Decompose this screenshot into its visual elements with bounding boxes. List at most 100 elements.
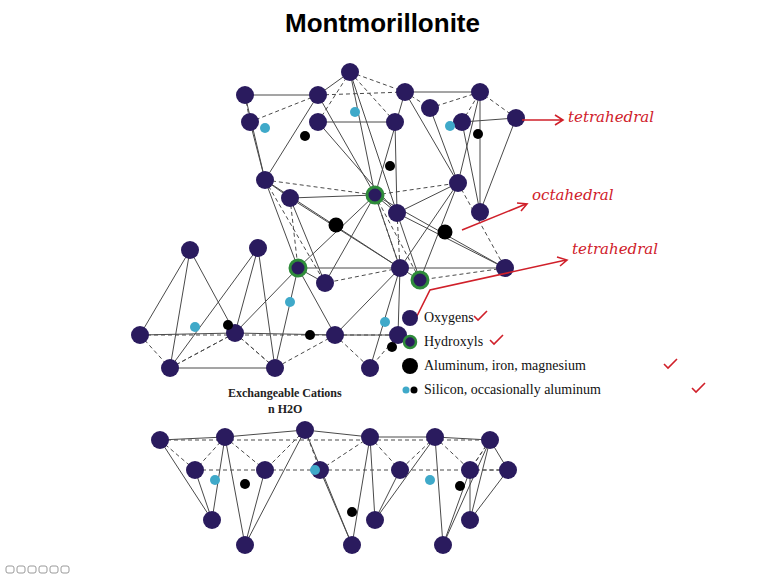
bond-line	[352, 437, 370, 545]
bond-line	[225, 437, 245, 545]
legend-row: Oxygens	[402, 306, 601, 330]
aluminum-atom	[347, 507, 357, 517]
bond-line	[170, 333, 235, 368]
bond-line	[443, 470, 470, 545]
toolbar-icon	[61, 566, 69, 573]
bond-line	[245, 430, 305, 545]
oxygen-atom	[471, 203, 489, 221]
aluminum-atom	[329, 218, 344, 233]
bond-line	[443, 440, 490, 545]
hydroxyl-atom	[290, 260, 306, 276]
hydroxyl-atom	[412, 272, 428, 288]
oxygen-atom	[361, 428, 379, 446]
bond-line	[318, 95, 375, 195]
aluminum-atom	[223, 320, 233, 330]
bond-line	[458, 183, 505, 268]
oxygen-atom	[391, 461, 409, 479]
aluminum-atom	[385, 161, 395, 171]
bond-group	[140, 72, 516, 545]
bond-line	[245, 95, 265, 180]
oxygen-atom	[388, 204, 406, 222]
bond-line	[318, 92, 405, 95]
aluminum-atom	[438, 225, 453, 240]
bond-line	[370, 268, 400, 368]
silicon-atom	[350, 107, 360, 117]
bond-line	[250, 95, 318, 122]
handwritten-label: tetrahedral	[572, 240, 658, 258]
aluminum-atom	[300, 131, 310, 141]
bond-line	[235, 333, 335, 335]
oxygen-atom	[366, 511, 384, 529]
bond-line	[405, 92, 458, 183]
legend-text: Oxygens	[424, 310, 474, 326]
oxygen-atom	[249, 239, 267, 257]
bond-line	[298, 268, 335, 335]
oxygen-atom	[499, 461, 517, 479]
check-mark	[664, 359, 677, 368]
aluminum-atom	[387, 342, 397, 352]
bond-line	[305, 430, 370, 437]
bond-line	[140, 335, 398, 336]
oxygen-atom	[396, 83, 414, 101]
check-mark	[490, 335, 503, 344]
oxygen-atom	[216, 428, 234, 446]
hydroxyl-atom	[367, 187, 383, 203]
legend: OxygensHydroxylsAluminum, iron, magnesiu…	[402, 306, 601, 402]
bond-line	[420, 183, 458, 280]
check-mark	[692, 383, 705, 392]
silicon-atom	[190, 322, 200, 332]
bond-line	[225, 430, 305, 437]
layer-label: n H2O	[268, 402, 302, 417]
oxygen-atom	[256, 171, 274, 189]
silicon-atom	[310, 465, 320, 475]
silicon-atom	[425, 475, 435, 485]
handwritten-label: tetrahedral	[568, 108, 654, 126]
bond-line	[375, 92, 405, 195]
bond-line	[350, 72, 395, 122]
oxygen-atom	[361, 359, 379, 377]
bond-line	[190, 250, 235, 333]
bond-line	[350, 72, 397, 213]
oxygen-atom	[309, 113, 327, 131]
bond-line	[318, 122, 395, 123]
oxygen-atom	[507, 109, 525, 127]
bond-line	[370, 437, 375, 520]
oxygen-atom	[316, 274, 334, 292]
bond-line	[265, 95, 318, 180]
bond-line	[325, 195, 375, 283]
oxygen-atom	[256, 461, 274, 479]
bond-line	[405, 92, 480, 93]
oxygen-atom	[461, 511, 479, 529]
bond-line	[375, 195, 505, 268]
bond-line	[395, 122, 397, 213]
toolbar-icon	[28, 566, 36, 573]
annotation-arrow	[462, 203, 527, 230]
bond-line	[400, 183, 458, 268]
silicon-atom	[210, 475, 220, 485]
oxygen-atom	[236, 536, 254, 554]
oxygen-atom	[343, 536, 361, 554]
bond-line	[275, 335, 335, 368]
toolbar-icon	[6, 566, 14, 573]
aluminum-atom	[473, 129, 483, 139]
bond-line	[265, 180, 298, 268]
title-text: Montmorillonite	[285, 8, 480, 39]
oxygen-atom	[461, 461, 479, 479]
annotation-arrow	[416, 257, 567, 318]
legend-row: Hydroxyls	[402, 330, 601, 354]
bond-line	[397, 183, 458, 213]
bond-line	[290, 198, 400, 268]
oxygen-atom	[453, 113, 471, 131]
oxygen-atom	[203, 511, 221, 529]
annotation-group	[416, 115, 705, 392]
bond-line	[290, 198, 325, 283]
bond-line	[370, 437, 435, 438]
bond-line	[470, 470, 508, 520]
oxygen-atom	[181, 241, 199, 259]
legend-text: Aluminum, iron, magnesium	[424, 358, 586, 374]
bond-line	[298, 195, 375, 268]
oxygen-atom	[421, 99, 439, 117]
oxygen-atom	[266, 359, 284, 377]
bond-line	[350, 72, 375, 195]
bond-line	[420, 268, 505, 280]
